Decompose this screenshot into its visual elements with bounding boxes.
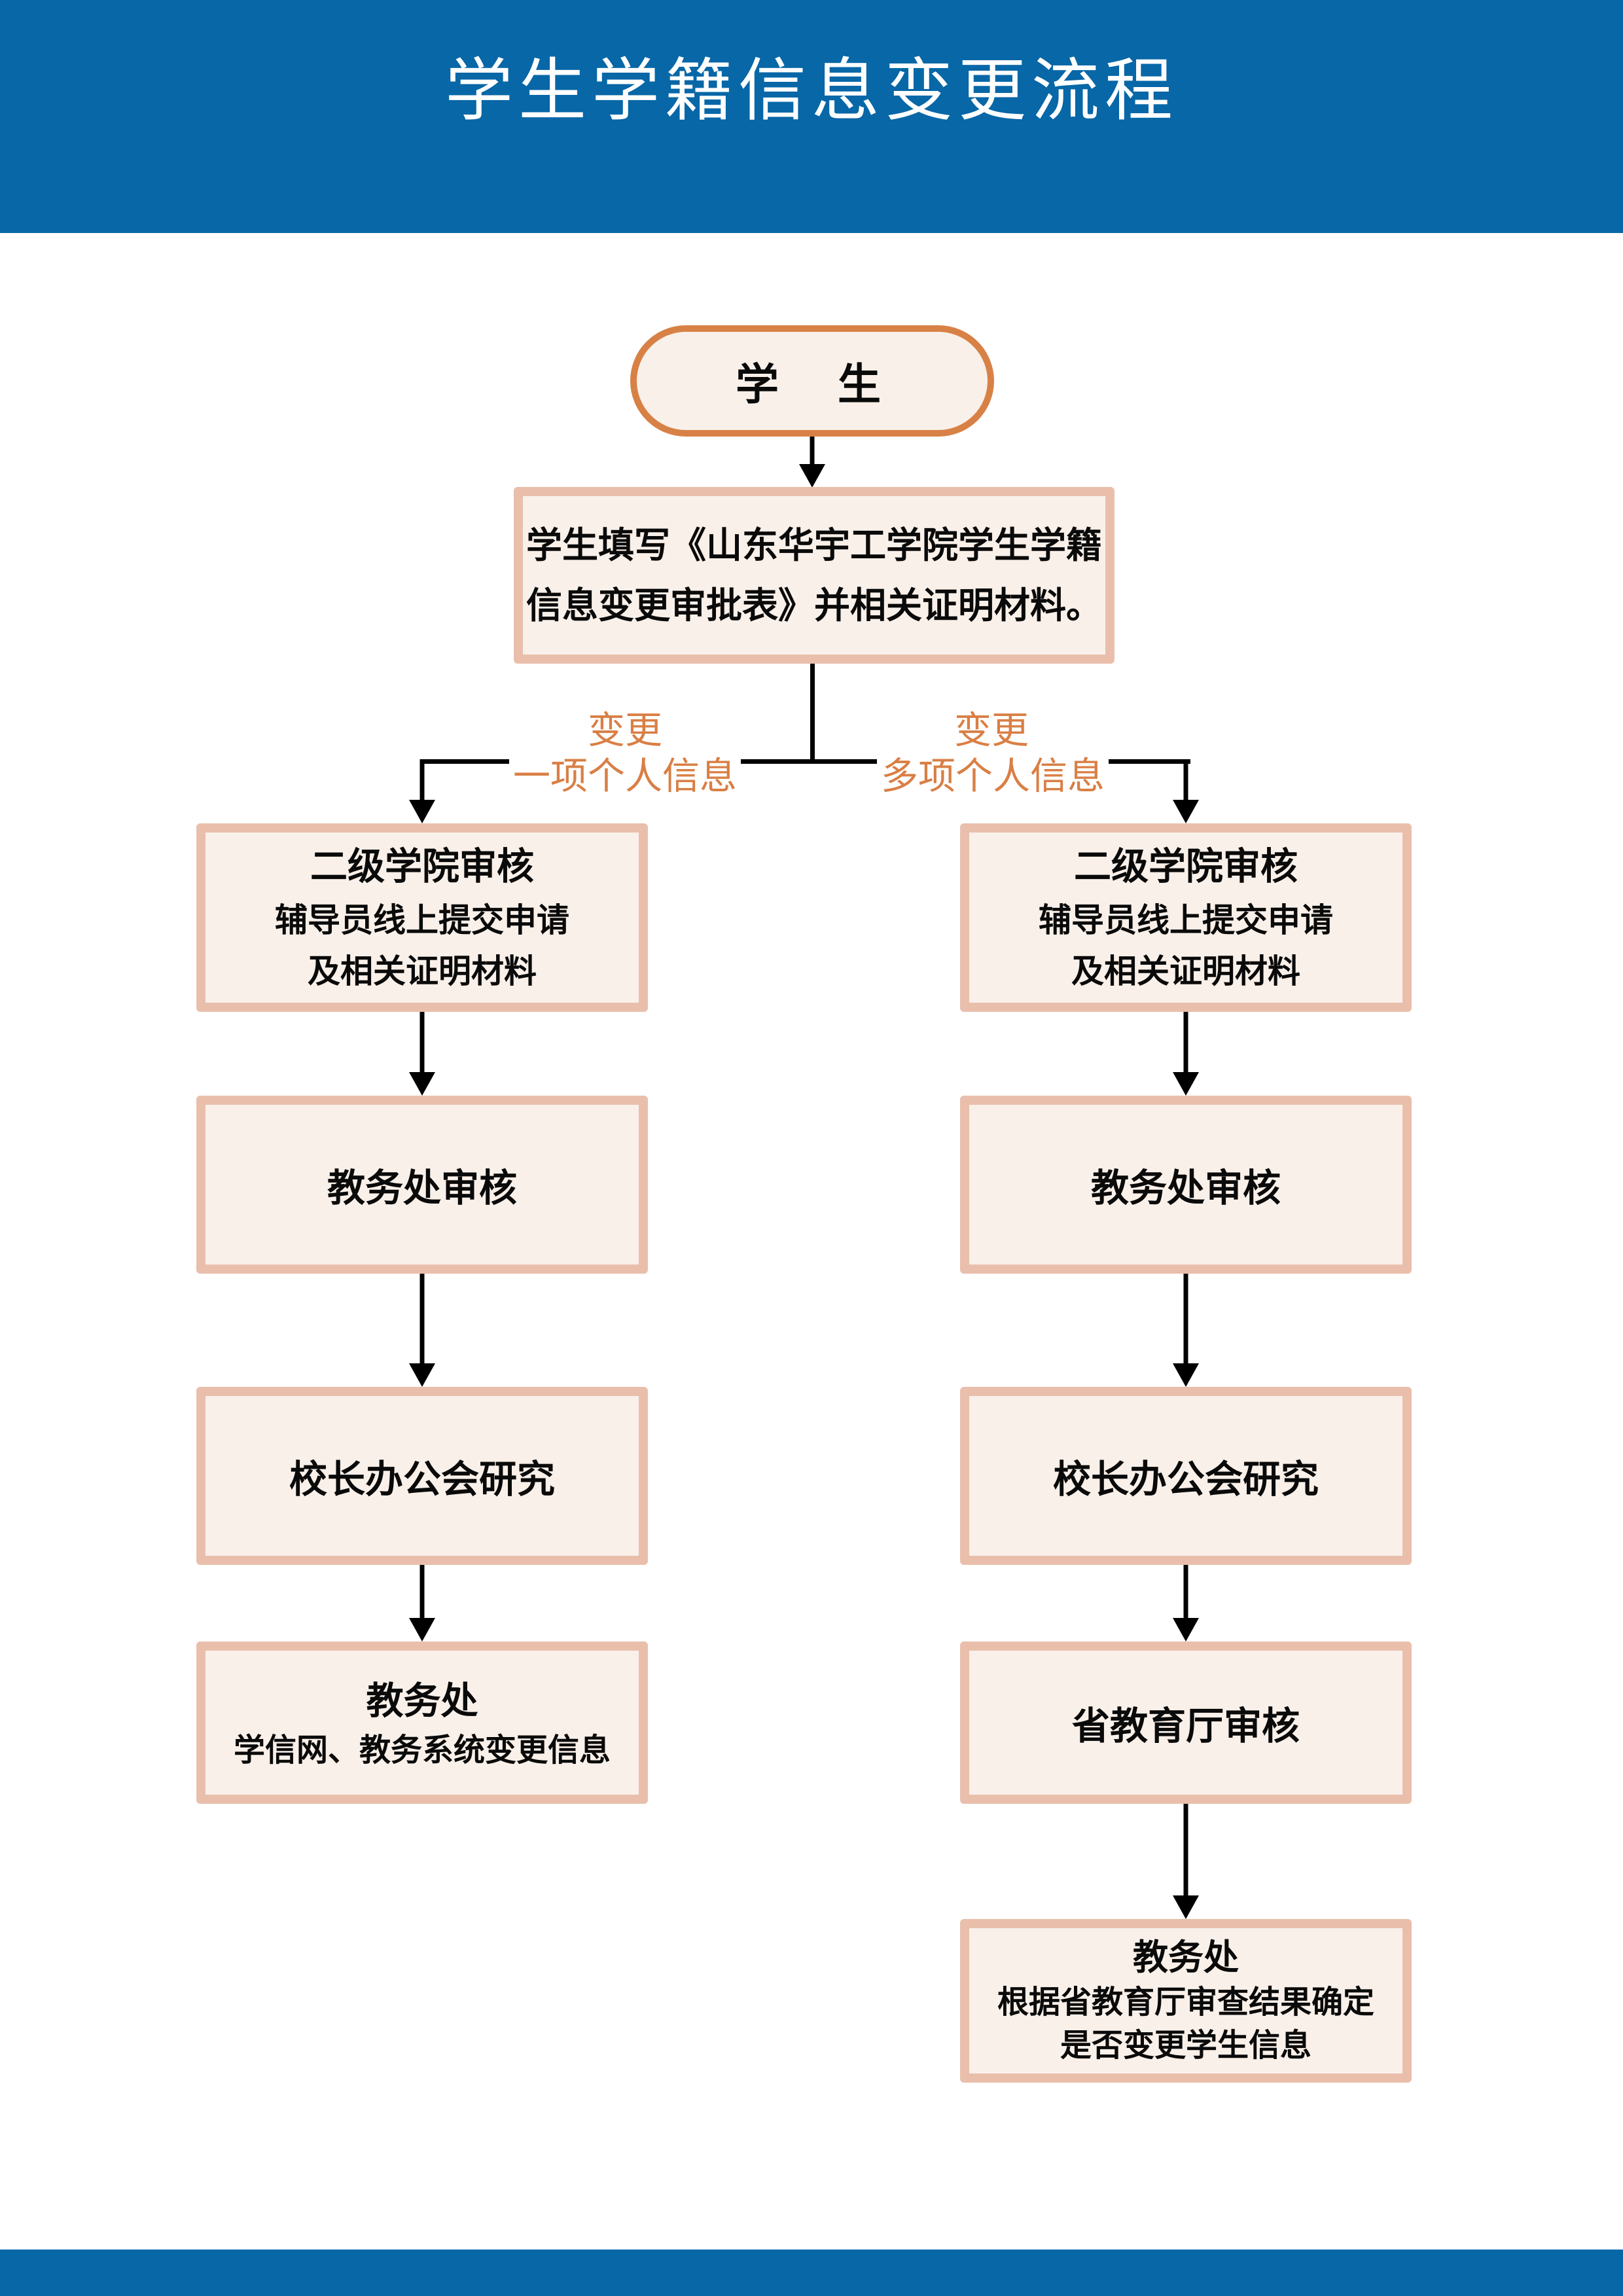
right-step-provincial-education-review: 省教育厅审核 (960, 1641, 1412, 1804)
step-title: 教务处审核 (1090, 1167, 1281, 1210)
step-subline: 辅导员线上提交申请 (275, 902, 569, 939)
arrow-head (1173, 1618, 1199, 1641)
step-subline: 辅导员线上提交申请 (1039, 902, 1333, 939)
arrow-stem (419, 1274, 425, 1367)
arrow-stem (1183, 1565, 1188, 1622)
arrow-head (1173, 1363, 1199, 1387)
step-subline: 及相关证明材料 (308, 953, 537, 990)
arrow-head (409, 800, 435, 823)
arrow-down-icon (1173, 1012, 1199, 1096)
arrow-down-icon (1173, 1804, 1199, 1919)
arrow-down-icon (409, 1012, 435, 1096)
step-subline: 根据省教育厅审查结果确定 (997, 1985, 1374, 2020)
footer-band (0, 2250, 1623, 2296)
right-step-academic-affairs-review: 教务处审核 (960, 1096, 1412, 1274)
step-title: 教务处 (366, 1680, 478, 1722)
arrow-down-icon (409, 1565, 435, 1641)
branch-left-cond2: 一项个人信息 (509, 753, 741, 800)
branch-right-cond1: 变更 (950, 707, 1033, 754)
start-node-student: 学 生 (630, 325, 994, 437)
left-step-college-review: 二级学院审核 辅导员线上提交申请 及相关证明材料 (196, 823, 648, 1012)
step-title: 教务处 (1133, 1938, 1239, 1977)
arrow-stem (810, 437, 815, 468)
arrow-down-icon (1173, 1274, 1199, 1387)
step-title: 教务处审核 (327, 1167, 517, 1210)
arrow-head (409, 1072, 435, 1096)
arrow-stem (1183, 1804, 1188, 1899)
left-step-academic-affairs-review: 教务处审核 (196, 1096, 648, 1274)
step-title: 校长办公会研究 (1052, 1458, 1319, 1501)
arrow-down-icon (409, 1274, 435, 1387)
arrow-stem (1183, 1274, 1188, 1367)
step-text-line: 信息变更审批表》并相关证明材料。 (526, 585, 1102, 626)
arrow-head (1173, 1072, 1199, 1096)
arrow-head (1173, 800, 1199, 823)
arrow-stem (419, 1565, 425, 1622)
connector-stem (810, 664, 815, 764)
step-text-line: 学生填写《山东华宇工学院学生学籍 (526, 525, 1102, 565)
left-step-academic-affairs-update: 教务处 学信网、教务系统变更信息 (196, 1641, 648, 1804)
step-title: 二级学院审核 (1074, 846, 1298, 888)
step-title: 二级学院审核 (310, 846, 534, 888)
step-subline: 是否变更学生信息 (1060, 2028, 1311, 2063)
branch-right-condition-bottom: 多项个人信息 (842, 753, 1143, 800)
step-title: 省教育厅审核 (1071, 1705, 1300, 1748)
branch-connector-line (420, 759, 1190, 764)
page-title: 学生学籍信息变更流程 (444, 53, 1178, 129)
arrow-stem (1183, 1012, 1188, 1076)
branch-right-cond2: 多项个人信息 (877, 753, 1109, 800)
right-step-academic-affairs-final: 教务处 根据省教育厅审查结果确定 是否变更学生信息 (960, 1919, 1412, 2083)
header-band: 学生学籍信息变更流程 (0, 0, 1623, 233)
right-step-president-office-meeting: 校长办公会研究 (960, 1387, 1412, 1565)
arrow-head (799, 464, 825, 488)
left-step-president-office-meeting: 校长办公会研究 (196, 1387, 648, 1565)
start-node-label: 学 生 (736, 360, 889, 408)
right-step-college-review: 二级学院审核 辅导员线上提交申请 及相关证明材料 (960, 823, 1412, 1012)
arrow-stem (1183, 759, 1188, 804)
branch-left-condition-bottom: 一项个人信息 (474, 753, 776, 800)
step-title: 校长办公会研究 (289, 1458, 555, 1501)
arrow-head (1173, 1895, 1199, 1919)
arrow-stem (419, 1012, 425, 1076)
step-student-apply: 学生填写《山东华宇工学院学生学籍 信息变更审批表》并相关证明材料。 (514, 487, 1115, 664)
arrow-down-icon (799, 437, 825, 488)
arrow-down-icon (1173, 759, 1199, 823)
step-subline: 及相关证明材料 (1071, 953, 1300, 990)
arrow-head (409, 1363, 435, 1387)
branch-right-condition-top: 变更 (908, 707, 1075, 754)
arrow-head (409, 1618, 435, 1641)
branch-left-condition-top: 变更 (541, 707, 709, 754)
arrow-stem (419, 759, 425, 804)
arrow-down-icon (1173, 1565, 1199, 1641)
arrow-down-icon (409, 759, 435, 823)
branch-left-cond1: 变更 (584, 707, 666, 754)
step-subline: 学信网、教务系统变更信息 (233, 1733, 611, 1768)
